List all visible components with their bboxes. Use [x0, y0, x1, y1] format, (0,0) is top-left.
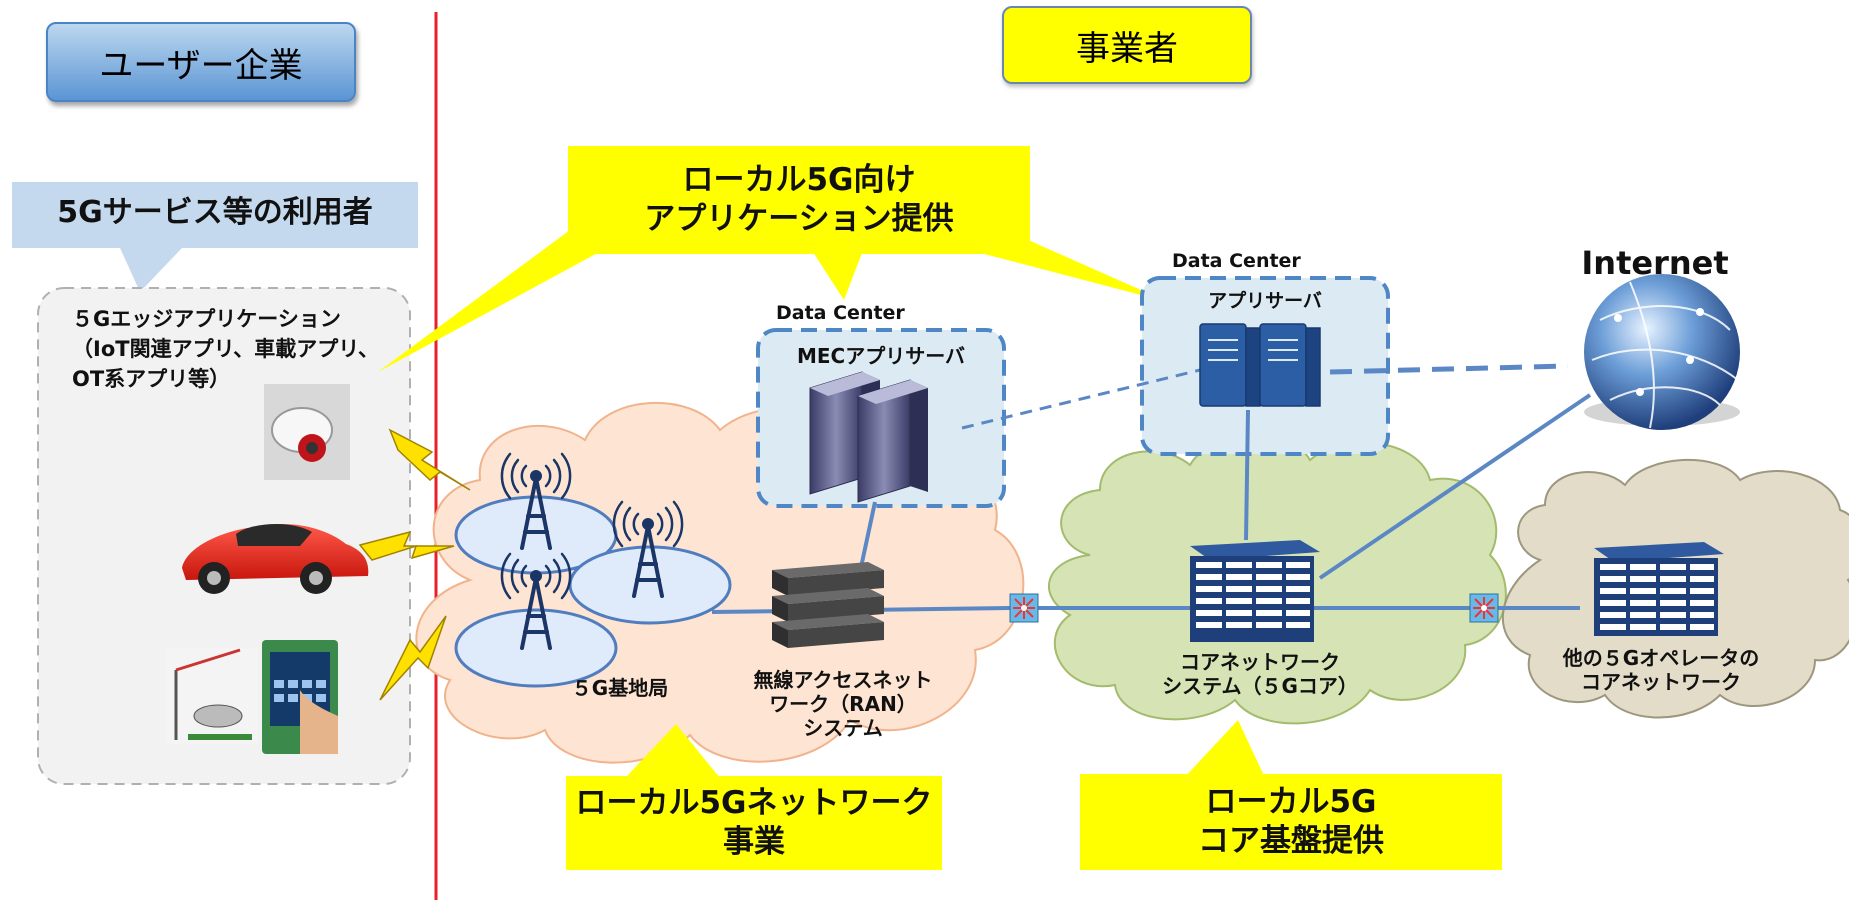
car-icon	[182, 523, 369, 594]
app-provision-line2: アプリケーション提供	[644, 201, 954, 237]
lightning-icon	[358, 428, 471, 701]
data-center-app-label: Data Center	[1172, 250, 1301, 272]
core-provision-line2: コア基盤提供	[1198, 823, 1384, 859]
core-provision-callout: ローカル5G コア基盤提供	[1080, 774, 1502, 870]
edge-app-line3: OT系アプリ等）	[72, 367, 231, 391]
core-server-icon	[1190, 540, 1320, 642]
ran-label-line3: システム	[803, 716, 883, 740]
network-business-line1: ローカル5Gネットワーク	[575, 785, 933, 822]
tablet-icon	[262, 640, 338, 754]
ran-label-line2: ワーク（RAN）	[769, 692, 917, 716]
internet-globe-icon	[1584, 274, 1740, 430]
camera-icon	[264, 384, 350, 480]
network-business-callout: ローカル5Gネットワーク 事業	[566, 776, 942, 870]
cell-coverage	[454, 495, 732, 688]
edge-app-line1: ５Gエッジアプリケーション	[72, 307, 341, 331]
ran-label-line1: 無線アクセスネット	[753, 668, 933, 692]
user-company-label: ユーザー企業	[46, 22, 356, 102]
factory-inspection-icon	[166, 648, 258, 744]
app-server-icon	[1199, 323, 1321, 407]
switch-icon	[1009, 593, 1499, 623]
yellow-callout-shapes	[566, 146, 1502, 870]
core-provision-line1: ローカル5G	[1205, 784, 1377, 821]
edge-app-text: ５Gエッジアプリケーション （IoT関連アプリ、車載アプリ、 OT系アプリ等）	[72, 304, 379, 394]
base-station-label: ５G基地局	[571, 676, 669, 700]
app-server-label: アプリサーバ	[1208, 290, 1322, 312]
network-business-line2: 事業	[723, 824, 785, 860]
other-operator-server-icon	[1594, 542, 1724, 636]
core-label: コアネットワーク システム（５Gコア）	[1140, 650, 1380, 698]
other-core-label-line1: 他の５Gオペレータの	[1562, 646, 1760, 670]
operator-label: 事業者	[1002, 6, 1252, 84]
edge-app-line2: （IoT関連アプリ、車載アプリ、	[72, 337, 380, 361]
mec-server-label: MECアプリサーバ	[796, 344, 966, 368]
core-label-line1: コアネットワーク	[1180, 650, 1340, 674]
app-provision-line1: ローカル5G向け	[682, 162, 916, 199]
ran-server-icon	[772, 562, 884, 648]
app-provision-callout: ローカル5G向け アプリケーション提供	[568, 146, 1030, 254]
user-callout-shape	[12, 182, 418, 292]
other-core-label: 他の５Gオペレータの コアネットワーク	[1546, 646, 1776, 694]
user-callout-text: 5Gサービス等の利用者	[57, 195, 373, 230]
other-core-label-line2: コアネットワーク	[1581, 670, 1741, 694]
antenna-icon	[500, 452, 684, 650]
ran-label: 無線アクセスネット ワーク（RAN） システム	[738, 668, 948, 740]
core-label-line2: システム（５Gコア）	[1162, 674, 1358, 698]
data-center-mec-label: Data Center	[776, 302, 905, 324]
mec-server-icon	[809, 371, 928, 503]
internet-label: Internet	[1581, 244, 1729, 282]
